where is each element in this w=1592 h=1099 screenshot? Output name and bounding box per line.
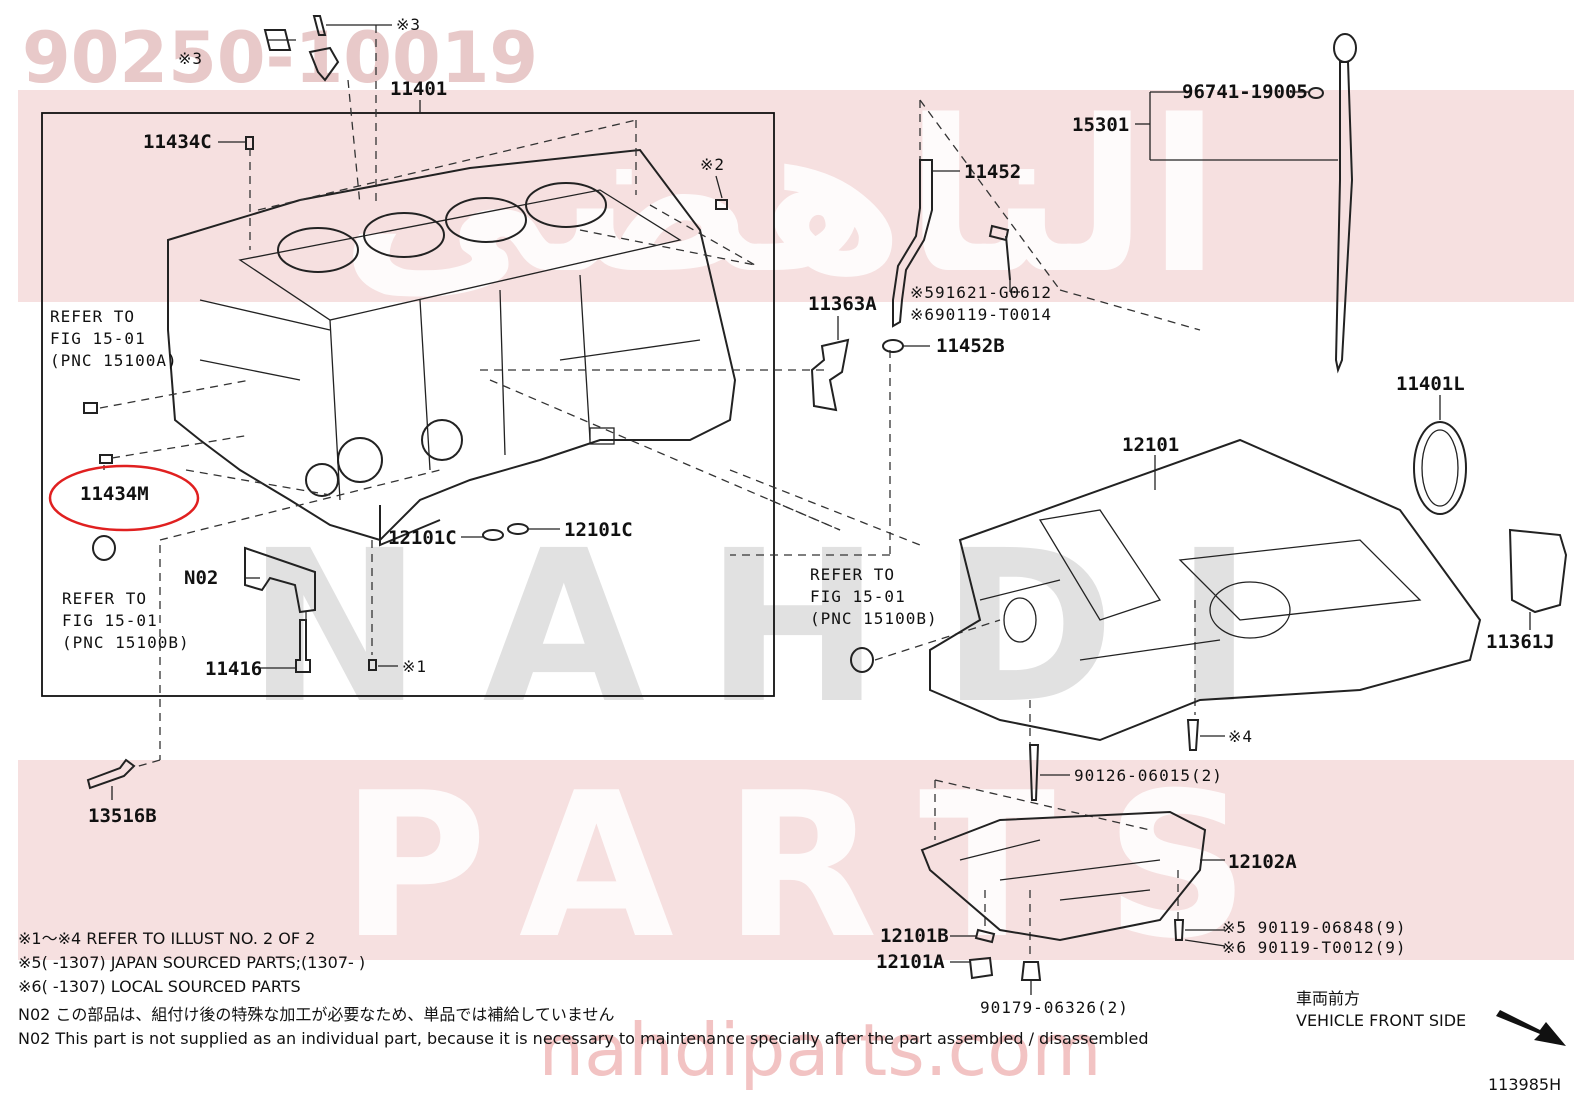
label-n02[interactable]: N02 (184, 567, 218, 589)
watermark-parts: PARTS (341, 750, 1300, 983)
stud-90126[interactable] (1028, 744, 1040, 801)
label-12101a[interactable]: 12101A (876, 951, 945, 973)
oil-pan-lower-12102a[interactable] (920, 810, 1207, 942)
refer-block-c[interactable]: REFER TO FIG 15-01 (PNC 15100B) (810, 565, 938, 628)
watermark-arabic: الناهضي (340, 75, 1220, 321)
label-90179-06326[interactable]: 90179-06326(2) (980, 998, 1129, 1017)
label-11434c[interactable]: 11434C (143, 131, 212, 153)
watermark-latin: NAHDI (247, 505, 1313, 750)
label-90119-t0012[interactable]: ※6 90119-T0012(9) (1222, 938, 1407, 957)
plug-12101b[interactable] (974, 928, 996, 944)
label-mark3-b: ※3 (178, 49, 203, 68)
part-labels: 11401 11434C 11434M N02 11416 13516B 121… (80, 15, 1555, 1017)
watermark-band-top (18, 90, 1574, 302)
label-12101c-b[interactable]: 12101C (564, 519, 633, 541)
pin-mark2[interactable] (715, 199, 728, 210)
label-mark3-a: ※3 (396, 15, 421, 34)
label-11401[interactable]: 11401 (390, 78, 447, 100)
label-11363a[interactable]: 11363A (808, 293, 877, 315)
svg-text:(PNC 15100A): (PNC 15100A) (50, 351, 178, 370)
label-96741-19005[interactable]: 96741-19005 (1182, 81, 1308, 103)
cylinder-block-illustration (167, 148, 737, 547)
label-90126-06015[interactable]: 90126-06015(2) (1074, 766, 1223, 785)
o-ring-11452b[interactable] (882, 339, 904, 353)
part-13516b[interactable] (86, 758, 136, 790)
label-12101[interactable]: 12101 (1122, 434, 1179, 456)
bearing-cap-n02[interactable] (244, 546, 316, 614)
front-label-en: VEHICLE FRONT SIDE (1296, 1011, 1466, 1030)
label-12102a[interactable]: 12102A (1228, 851, 1297, 873)
vehicle-front-indicator: 車両前方 VEHICLE FRONT SIDE (1296, 989, 1566, 1046)
stud-mark3[interactable] (312, 15, 327, 36)
refer-block-a[interactable]: REFER TO FIG 15-01 (PNC 15100A) (50, 307, 178, 370)
svg-text:REFER TO: REFER TO (810, 565, 895, 584)
oil-pan-upper-12101[interactable] (929, 438, 1482, 742)
o-ring-96741[interactable] (1308, 87, 1324, 99)
refer-block-b[interactable]: REFER TO FIG 15-01 (PNC 15100B) (62, 589, 190, 652)
highlight-circle-11434m (48, 464, 200, 532)
label-13516b[interactable]: 13516B (88, 805, 157, 827)
svg-text:FIG 15-01: FIG 15-01 (810, 587, 906, 606)
svg-text:REFER TO: REFER TO (62, 589, 147, 608)
bolt-91621[interactable] (988, 224, 1011, 281)
front-arrow-icon (1496, 1010, 1566, 1046)
label-12101c-a[interactable]: 12101C (388, 527, 457, 549)
oil-seal-11401l[interactable] (1413, 421, 1467, 515)
label-11452b[interactable]: 11452B (936, 335, 1005, 357)
engine-block-group-box (41, 112, 775, 697)
label-11452[interactable]: 11452 (964, 161, 1021, 183)
dashed-guide-lines (99, 25, 1201, 960)
svg-text:(PNC 15100B): (PNC 15100B) (810, 609, 938, 628)
label-mark2: ※2 (700, 155, 725, 174)
illustration-code: 113985H (1488, 1075, 1561, 1094)
fitting-mark3[interactable] (308, 46, 340, 82)
note-n02-japanese: N02 この部品は、組付け後の特殊な加工が必要なため、単品では補給していません (18, 1005, 614, 1024)
label-91621-g0612[interactable]: ※591621-G0612 (910, 283, 1052, 302)
nut-90179[interactable] (1020, 961, 1042, 981)
bolt-11416[interactable] (295, 619, 311, 673)
footnotes: ※1〜※4 REFER TO ILLUST NO. 2 OF 2 ※5( -13… (18, 929, 1148, 1048)
bolt-90119[interactable] (1173, 919, 1185, 941)
svg-text:FIG 15-01: FIG 15-01 (50, 329, 146, 348)
watermark-url: nahdiparts.com (539, 1008, 1102, 1092)
svg-text:REFER TO: REFER TO (50, 307, 135, 326)
label-90119-06848[interactable]: ※5 90119-06848(9) (1222, 918, 1407, 937)
label-11416[interactable]: 11416 (205, 658, 262, 680)
pin-11434m[interactable] (99, 454, 113, 464)
dipstick-15301[interactable] (1333, 33, 1357, 374)
watermark: 90250-10019 الناهضي NAHDI PARTS nahdipar… (18, 17, 1574, 1092)
note-local-sourced: ※6( -1307) LOCAL SOURCED PARTS (18, 977, 301, 996)
o-ring-left[interactable] (92, 535, 116, 561)
svg-text:(PNC 15100B): (PNC 15100B) (62, 633, 190, 652)
label-11361j[interactable]: 11361J (1486, 631, 1555, 653)
label-mark1: ※1 (402, 657, 427, 676)
pin-mark1[interactable] (368, 659, 377, 671)
dowel-pin-left[interactable] (83, 402, 98, 414)
note-japan-sourced: ※5( -1307) JAPAN SOURCED PARTS;(1307- ) (18, 953, 365, 972)
cover-11361j[interactable] (1508, 528, 1568, 614)
o-ring-12101c-a[interactable] (482, 529, 504, 541)
baffle-11363a[interactable] (810, 338, 850, 412)
gauge-guide-11452[interactable] (892, 159, 933, 328)
label-11401l[interactable]: 11401L (1396, 373, 1465, 395)
plug-mark3[interactable] (263, 29, 292, 51)
label-12101b[interactable]: 12101B (880, 925, 949, 947)
leader-lines (103, 24, 1531, 995)
watermark-band-bottom (18, 760, 1574, 960)
front-label-jp: 車両前方 (1296, 989, 1360, 1008)
bolt-mark4[interactable] (1186, 719, 1200, 751)
label-mark4: ※4 (1228, 727, 1253, 746)
note-refer-illust: ※1〜※4 REFER TO ILLUST NO. 2 OF 2 (18, 929, 315, 948)
o-ring-right[interactable] (850, 647, 874, 673)
svg-text:FIG 15-01: FIG 15-01 (62, 611, 158, 630)
drain-plug-12101a[interactable] (968, 956, 994, 980)
label-11434m[interactable]: 11434M (80, 483, 149, 505)
label-90119-t0014[interactable]: ※690119-T0014 (910, 305, 1052, 324)
note-n02-english: N02 This part is not supplied as an indi… (18, 1029, 1148, 1048)
label-15301[interactable]: 15301 (1072, 114, 1129, 136)
